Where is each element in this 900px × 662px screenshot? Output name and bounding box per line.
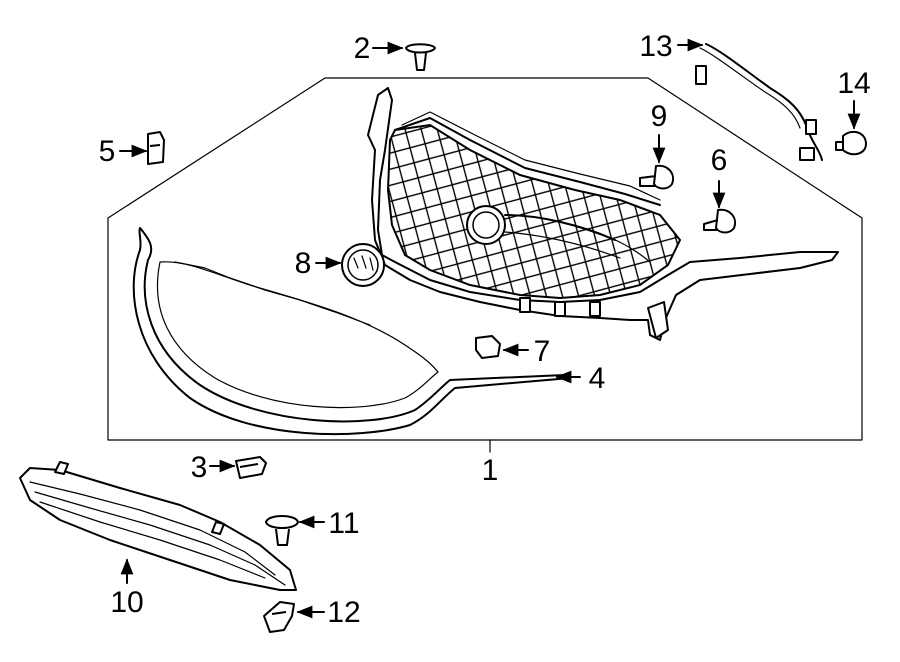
- retainer-part-11: [265, 515, 299, 546]
- clip-part-3: [235, 456, 267, 479]
- clip-part-5: [147, 131, 165, 165]
- assembly-outline: [107, 77, 863, 441]
- wiring-harness-part-13: [695, 43, 823, 161]
- bolt-part-6: [703, 208, 736, 234]
- grommet-part-14: [835, 130, 867, 156]
- callout-6: 6: [711, 144, 728, 177]
- callout-4: 4: [589, 362, 606, 395]
- callout-1: 1: [482, 454, 499, 487]
- grille-body: [367, 87, 839, 341]
- callout-11: 11: [328, 507, 359, 540]
- lower-grille: [19, 461, 297, 591]
- callout-2: 2: [354, 32, 371, 65]
- retainer-clip-part-2: [405, 43, 436, 71]
- callout-7: 7: [534, 335, 551, 368]
- bracket-part-12: [263, 601, 295, 633]
- callout-9: 9: [651, 100, 668, 133]
- emblem-part-8: [341, 243, 385, 287]
- bolt-part-9: [639, 164, 674, 190]
- callout-10: 10: [110, 586, 143, 619]
- callout-3: 3: [191, 451, 208, 484]
- callout-5: 5: [99, 135, 116, 168]
- callout-13: 13: [639, 30, 672, 63]
- callout-12: 12: [327, 596, 360, 629]
- callout-14: 14: [837, 67, 870, 100]
- callout-8: 8: [295, 247, 312, 280]
- clip-part-7: [475, 335, 501, 359]
